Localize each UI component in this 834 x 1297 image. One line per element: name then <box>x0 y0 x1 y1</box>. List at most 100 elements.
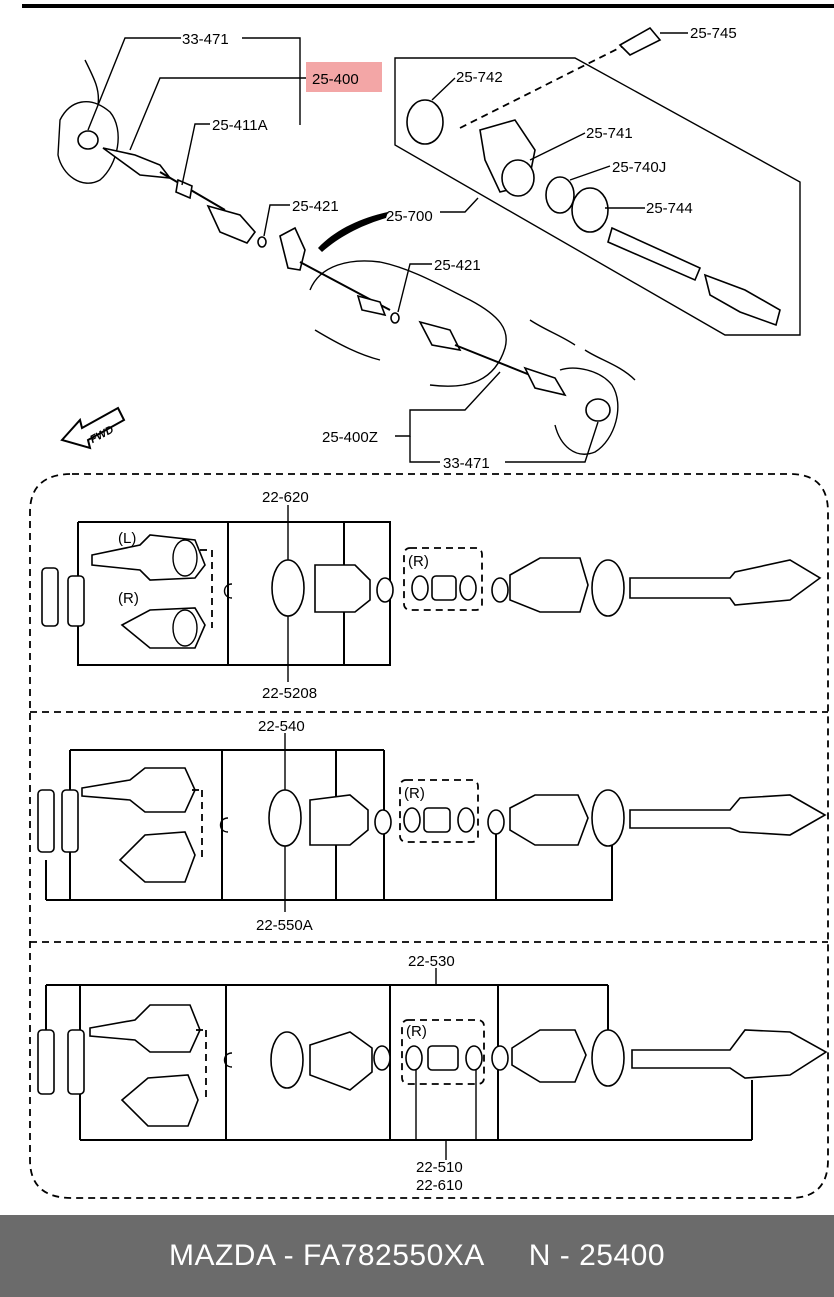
leader-25-700 <box>440 197 479 213</box>
s1-shaft <box>629 559 822 606</box>
leader-25-740j <box>569 165 611 181</box>
kit-section-2: 22-540 22-550A (R) <box>37 718 827 934</box>
label-25-742: 25-742 <box>456 69 503 86</box>
label-33-471-a: 33-471 <box>182 31 229 48</box>
label-25-411a: 25-411A <box>212 117 268 134</box>
label-25-700: 25-700 <box>386 208 433 225</box>
bearing-bracket <box>279 226 306 271</box>
s3-cv-joint-2 <box>120 1074 199 1127</box>
clip-a <box>257 236 267 248</box>
s3-label-bottom-2: 22-610 <box>416 1177 463 1194</box>
highlight-25-400 <box>306 62 382 92</box>
s2-cv-joint-1 <box>81 767 196 813</box>
panel-dash <box>459 34 646 129</box>
black-arc <box>318 212 388 252</box>
s3-grease-tube-2 <box>67 1029 85 1095</box>
s3-clip-2 <box>491 1045 509 1071</box>
s3-r-group <box>401 1019 485 1085</box>
s3-boot <box>309 1031 373 1091</box>
s1-r-bush <box>431 575 457 601</box>
left-inner-joint <box>206 204 257 244</box>
s3-grease-tube-1 <box>37 1029 55 1095</box>
s3-boot-2 <box>511 1029 587 1083</box>
s2-r-group <box>399 779 479 843</box>
s3-shaft <box>631 1029 828 1079</box>
leader-33-471-a-right <box>242 37 301 125</box>
s3-label-inner-r: (R) <box>406 1023 427 1040</box>
s1-r-group <box>403 547 483 611</box>
label-25-421-a: 25-421 <box>292 198 339 215</box>
s3-r-clip-1 <box>405 1045 423 1071</box>
s1-label-l: (L) <box>118 530 136 547</box>
label-33-471-b: 33-471 <box>443 455 490 472</box>
s2-cv-joint-2 <box>118 831 196 883</box>
s3-band-clamp <box>270 1031 304 1089</box>
top-assembly: FWD 33-471 25-400 25-411A 25-4 <box>57 25 801 472</box>
grease-tube-2 <box>67 575 85 627</box>
right-shaft <box>454 344 531 376</box>
bearing-25-744 <box>571 187 609 233</box>
label-25-745: 25-745 <box>690 25 737 42</box>
s2-shaft <box>629 794 827 836</box>
s1-boot-2 <box>509 557 589 613</box>
s1-r-clip-2 <box>459 575 477 601</box>
s2-clip <box>374 809 392 835</box>
s2-grease-tube-1 <box>37 789 55 853</box>
label-25-400: 25-400 <box>312 71 359 88</box>
s1-clip <box>376 577 394 603</box>
leader-25-421-b <box>397 263 432 313</box>
label-25-421-b: 25-421 <box>434 257 481 274</box>
s1-label-inner-r: (R) <box>408 553 429 570</box>
s3-label-top: 22-530 <box>408 953 455 970</box>
label-25-744: 25-744 <box>646 200 693 217</box>
s2-clip-2 <box>487 809 505 835</box>
s3-cv-joint-1 <box>89 1004 201 1053</box>
kit-section-1: 22-620 22-5208 (L) (R) (R) <box>41 489 822 702</box>
s2-grease-tube-2 <box>61 789 79 853</box>
s1-label-r: (R) <box>118 590 139 607</box>
s3-r-bush <box>427 1045 459 1071</box>
s2-label-inner-r: (R) <box>404 785 425 802</box>
parts-diagram: FWD 33-471 25-400 25-411A 25-4 <box>22 4 834 1199</box>
transaxle-outline <box>309 260 507 387</box>
leader-25-742 <box>431 77 456 101</box>
right-stub <box>356 294 387 317</box>
s2-r-clip-1 <box>403 807 421 833</box>
left-shaft <box>159 171 226 211</box>
s2-frame-bottom <box>46 820 613 901</box>
right-boot <box>523 366 567 397</box>
leader-25-400z-down <box>409 436 440 463</box>
leader-33-471-a <box>87 37 181 131</box>
grease-tube-1 <box>41 567 59 627</box>
s1-cv-face-r <box>172 609 198 647</box>
s1-cv-joint-l <box>91 534 206 581</box>
s3-clip <box>373 1045 391 1071</box>
bearing-panel <box>394 57 801 336</box>
s2-boot <box>309 794 369 846</box>
shaft-end <box>703 273 781 327</box>
leader-25-741 <box>529 132 586 161</box>
s2-label-top: 22-540 <box>258 718 305 735</box>
label-25-740j: 25-740J <box>612 159 666 176</box>
leader-25-411a <box>181 123 210 186</box>
footer-part-number: MAZDA - FA782550XA <box>168 1239 485 1272</box>
label-25-741: 25-741 <box>586 125 633 142</box>
left-shaft-damper <box>175 178 193 200</box>
fwd-arrow <box>60 406 126 450</box>
leader-33-471-b <box>505 421 599 463</box>
shaft-stub <box>607 226 702 282</box>
fwd-label: FWD <box>88 424 116 446</box>
left-hub-nut <box>77 130 99 150</box>
bushing-25-742 <box>406 99 444 145</box>
s1-cv-face-l <box>172 539 198 577</box>
s3-r-clip-2 <box>465 1045 483 1071</box>
right-hub <box>529 319 636 455</box>
clip-b <box>390 312 400 324</box>
s1-r-clip-1 <box>411 575 429 601</box>
s2-label-bottom: 22-550A <box>256 917 313 934</box>
s2-circlip <box>219 817 229 833</box>
s2-band-clamp <box>268 789 302 847</box>
s3-band-clamp-2 <box>591 1029 625 1087</box>
s2-boot-2 <box>509 794 589 846</box>
s1-boot <box>314 564 371 613</box>
